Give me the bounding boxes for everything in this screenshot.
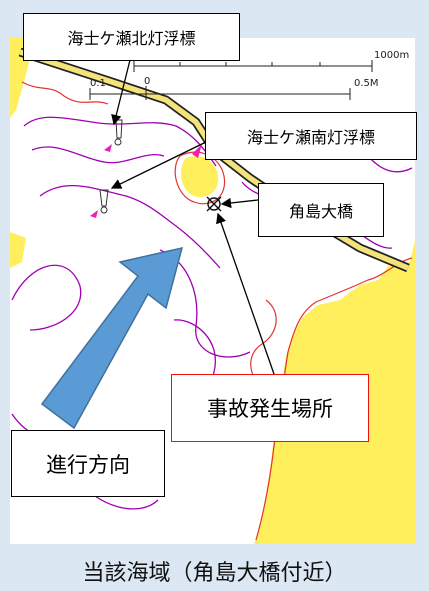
scale-lower-zero: 0 — [144, 76, 150, 87]
shoreline-west — [21, 81, 109, 105]
contour-4 — [11, 264, 82, 331]
accident-site-marker — [206, 196, 222, 212]
south-buoy-label: 海士ケ瀬南灯浮標 — [205, 112, 417, 160]
pink-light-marker — [192, 144, 202, 158]
scale-lower-start: 0.1 — [90, 78, 106, 89]
accident-site-label: 事故発生場所 — [171, 374, 369, 442]
accident-leader — [216, 212, 275, 375]
contour-1 — [23, 116, 217, 167]
north-buoy-label: 海士ケ瀬北灯浮標 — [23, 13, 240, 61]
shoreline-east — [255, 257, 413, 541]
contour-2 — [31, 146, 165, 164]
map-caption: 当該海域（角島大橋付近） — [82, 561, 347, 586]
south-buoy-icon — [90, 189, 109, 218]
bridge-leader — [220, 197, 259, 209]
north-buoy-leader — [111, 59, 131, 126]
south-buoy-leader — [110, 141, 207, 189]
land-left-edge — [10, 232, 26, 268]
bridge-label: 角島大橋 — [258, 183, 384, 237]
land-small-island — [180, 156, 219, 198]
travel-direction-arrow — [40, 246, 184, 430]
travel-direction-label: 進行方向 — [11, 430, 165, 497]
contour-3 — [39, 184, 221, 269]
scale-bar — [89, 60, 373, 100]
scale-upper-end: 1000m — [374, 50, 409, 61]
leader-lines — [110, 59, 275, 375]
scale-lower-end: 0.5M — [354, 78, 379, 89]
